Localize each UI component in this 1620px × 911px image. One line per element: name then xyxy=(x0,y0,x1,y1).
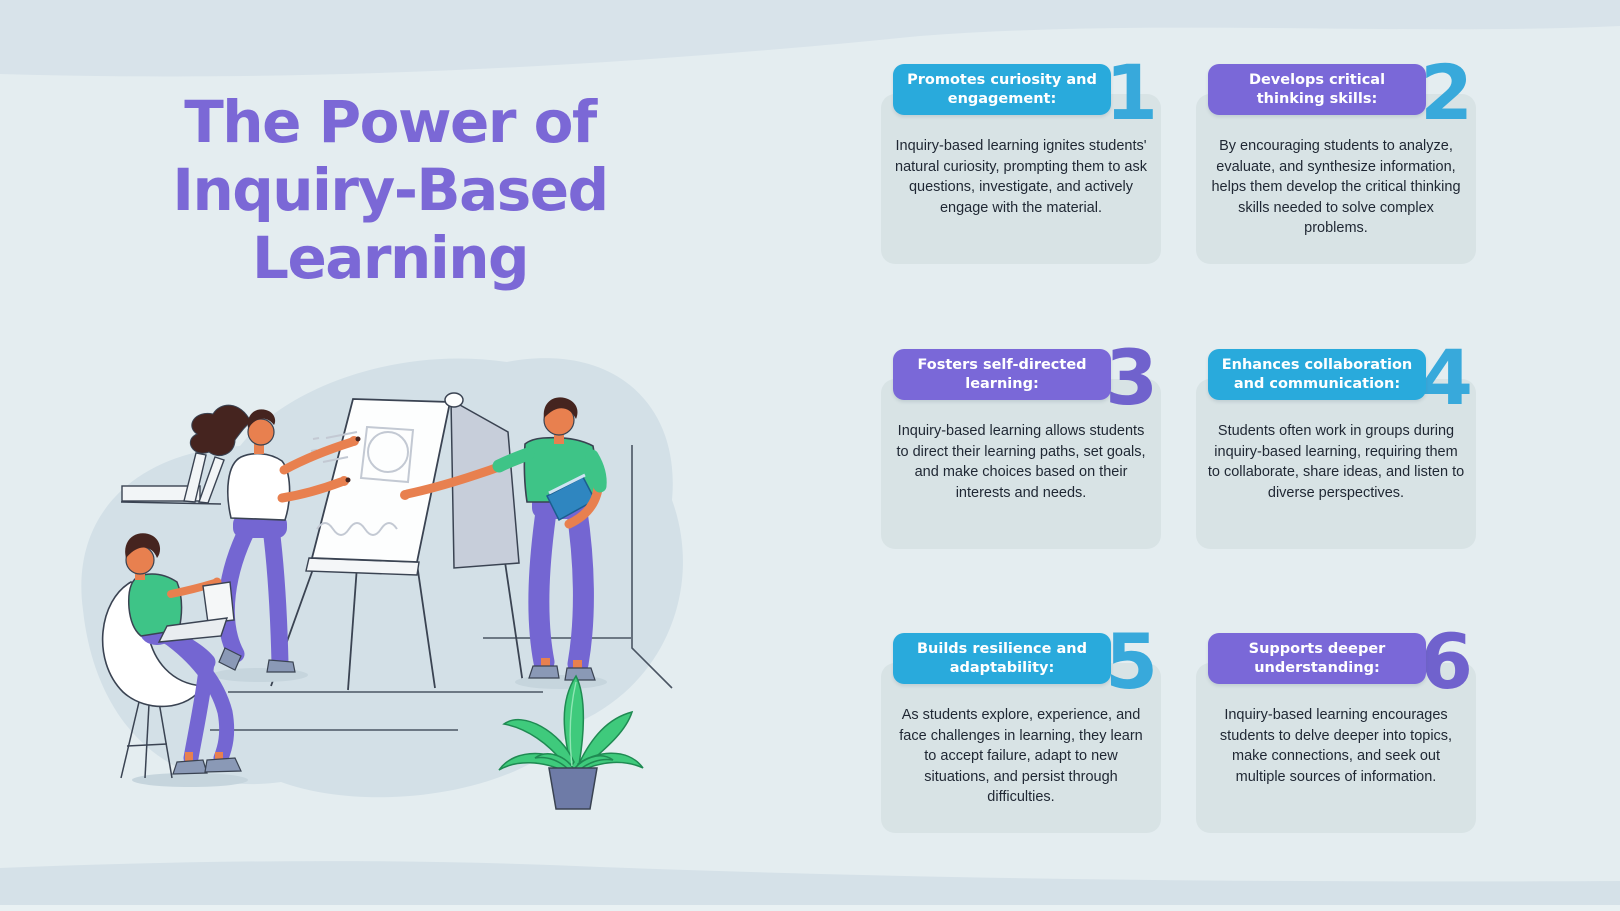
card-number: 1 xyxy=(1105,48,1158,137)
seated-person xyxy=(101,533,248,787)
card-body: Inquiry-based learning encourages studen… xyxy=(1196,663,1476,833)
benefit-card-4: Students often work in groups during inq… xyxy=(1196,340,1476,549)
stool xyxy=(120,701,173,779)
benefit-card-5: As students explore, experience, and fac… xyxy=(881,624,1161,833)
card-number: 6 xyxy=(1420,617,1473,706)
potted-plant-icon xyxy=(498,674,644,810)
benefit-card-2: By encouraging students to analyze, eval… xyxy=(1196,55,1476,264)
card-body: By encouraging students to analyze, eval… xyxy=(1196,94,1476,264)
card-title-pill: Promotes curiosity and engagement: xyxy=(893,64,1111,115)
card-number: 4 xyxy=(1420,333,1473,422)
bookshelf-icon xyxy=(120,452,225,505)
card-number: 2 xyxy=(1420,48,1473,137)
presenter-woman xyxy=(189,404,361,682)
title-line-1: The Power of xyxy=(184,88,597,156)
card-body: Inquiry-based learning ignites students'… xyxy=(881,94,1161,264)
floor-lines xyxy=(210,691,543,731)
benefit-card-6: Inquiry-based learning encourages studen… xyxy=(1196,624,1476,833)
card-title-pill: Develops critical thinking skills: xyxy=(1208,64,1426,115)
card-body: Inquiry-based learning allows students t… xyxy=(881,379,1161,549)
title-line-2: Inquiry-Based xyxy=(172,156,609,224)
bottom-wave-band xyxy=(0,861,1620,911)
title-line-3: Learning xyxy=(251,224,530,292)
benefit-card-3: Inquiry-based learning allows students t… xyxy=(881,340,1161,549)
card-title-pill: Builds resilience and adaptability: xyxy=(893,633,1111,684)
classroom-illustration xyxy=(81,358,683,810)
card-number: 3 xyxy=(1105,333,1158,422)
page-title: The Power of Inquiry-Based Learning xyxy=(105,88,675,292)
card-body: As students explore, experience, and fac… xyxy=(881,663,1161,833)
laptop-icon xyxy=(157,581,235,643)
card-body: Students often work in groups during inq… xyxy=(1196,379,1476,549)
card-title-pill: Enhances collaboration and communication… xyxy=(1208,349,1426,400)
card-title-pill: Supports deeper understanding: xyxy=(1208,633,1426,684)
card-number: 5 xyxy=(1105,617,1158,706)
benefit-card-1: Inquiry-based learning ignites students'… xyxy=(881,55,1161,264)
standing-man xyxy=(400,397,607,689)
wall-lines xyxy=(483,445,673,689)
card-title-pill: Fosters self-directed learning: xyxy=(893,349,1111,400)
